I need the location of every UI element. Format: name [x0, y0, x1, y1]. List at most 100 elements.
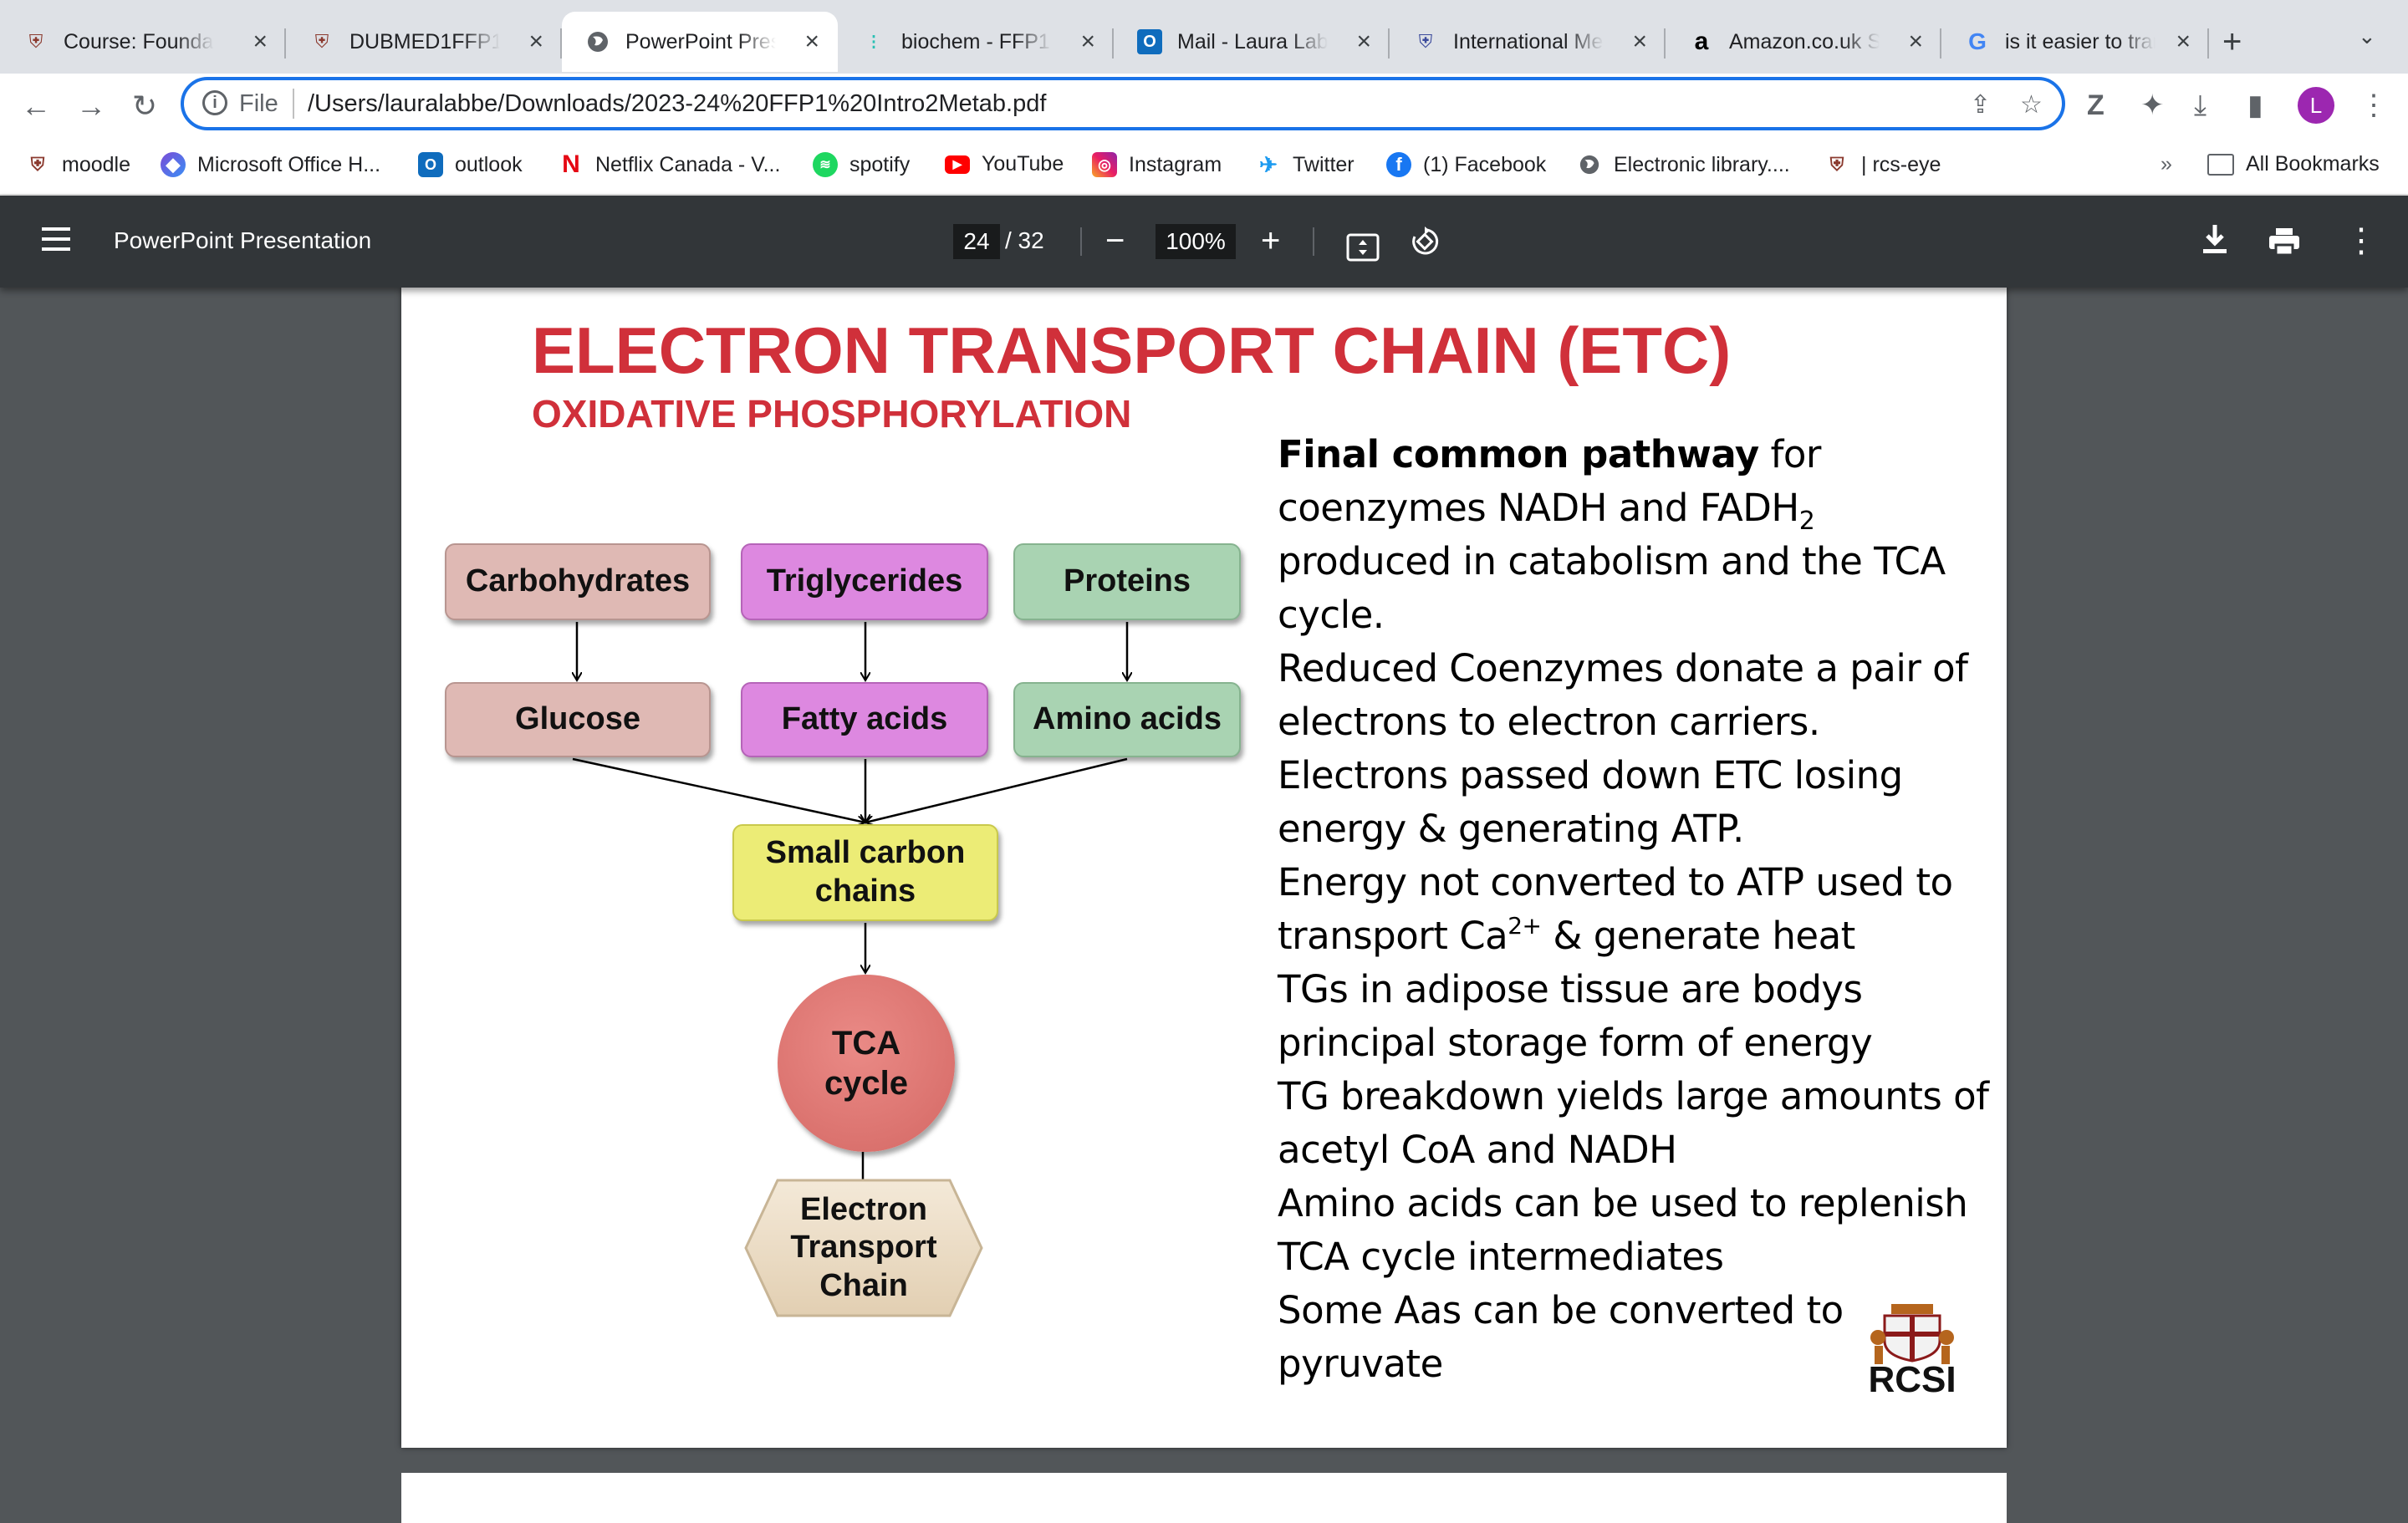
bookmark-microsoft-office[interactable]: ◆ Microsoft Office H... [161, 152, 380, 177]
rcsi-crest-icon: ⛨ [314, 31, 329, 52]
pdf-toolbar: PowerPoint Presentation 24 / 32 − 100% +… [0, 196, 2408, 288]
tab-label: DUBMED1FFP1: E [349, 29, 500, 53]
globe-icon [585, 29, 610, 54]
glucose-box: Glucose [445, 682, 711, 757]
google-icon: G [1968, 28, 1987, 54]
netflix-icon: N [562, 150, 580, 178]
microsoft-office-icon: ◆ [161, 152, 186, 177]
zoom-out-button[interactable]: − [1105, 222, 1125, 259]
tab-powerpoint-presentation[interactable]: PowerPoint Prese × [562, 12, 838, 72]
close-tab-icon[interactable]: × [1632, 28, 1647, 55]
forward-button[interactable]: → [76, 89, 106, 123]
close-tab-icon[interactable]: × [1356, 28, 1371, 55]
bookmark-moodle[interactable]: ⛨ moodle [25, 152, 130, 177]
spotify-icon: ≋ [813, 152, 838, 177]
document-title: PowerPoint Presentation [114, 227, 372, 253]
tab-google-search[interactable]: G is it easier to tran × [1941, 12, 2209, 72]
menu-icon[interactable] [42, 227, 70, 257]
site-info-icon[interactable]: i [202, 90, 227, 115]
share-icon[interactable]: ⇪ [1970, 91, 1992, 119]
etc-hexagon [744, 1179, 983, 1317]
body-paragraph-3: Electrons passed down ETC losing energy … [1278, 753, 1903, 851]
download-icon[interactable] [2201, 221, 2229, 267]
tab-label: PowerPoint Prese [625, 29, 776, 53]
tab-course-foundation[interactable]: ⛨ Course: Foundati × [0, 12, 286, 72]
side-panel-icon[interactable]: ▮ [2247, 89, 2263, 121]
url-text[interactable]: /Users/lauralabbe/Downloads/2023-24%20FF… [308, 90, 1047, 117]
body-paragraph-2: Reduced Coenzymes donate a pair of elect… [1278, 646, 1968, 744]
reload-button[interactable]: ↻ [131, 89, 158, 123]
bookmarks-overflow-button[interactable]: » [2161, 152, 2172, 176]
bookmarks-bar: ⛨ moodle ◆ Microsoft Office H... O outlo… [0, 139, 2408, 196]
all-bookmarks-label: All Bookmarks [2246, 152, 2380, 176]
zoom-level-input[interactable]: 100% [1156, 224, 1236, 259]
rcsi-crest-logo [1870, 1304, 1954, 1364]
close-tab-icon[interactable]: × [2176, 28, 2191, 55]
tab-label: Amazon.co.uk Sh [1729, 29, 1880, 53]
body-paragraph-1: Final common pathway for coenzymes NADH … [1278, 432, 1946, 637]
slide-body-text: Final common pathway for coenzymes NADH … [1278, 428, 1997, 1391]
bookmark-label: Electronic library.... [1614, 152, 1790, 176]
bookmark-label: spotify [849, 152, 911, 176]
zoom-in-button[interactable]: + [1261, 222, 1281, 259]
instagram-icon: ◎ [1092, 152, 1117, 177]
tab-search-chevron-icon[interactable]: ⌄ [2358, 23, 2376, 48]
downloads-icon[interactable]: ⤓ [2194, 89, 2207, 121]
close-tab-icon[interactable]: × [1908, 28, 1923, 55]
close-tab-icon[interactable]: × [253, 28, 268, 55]
facebook-icon: f [1386, 152, 1411, 177]
bookmark-twitter[interactable]: ✈ Twitter [1256, 152, 1354, 177]
close-tab-icon[interactable]: × [1080, 28, 1095, 55]
bookmark-netflix[interactable]: N Netflix Canada - V... [559, 150, 781, 178]
back-button[interactable]: ← [21, 89, 51, 123]
tab-amazon[interactable]: a Amazon.co.uk Sh × [1666, 12, 1941, 72]
tab-mail[interactable]: O Mail - Laura Labb × [1114, 12, 1390, 72]
page-count: / 32 [1005, 227, 1044, 253]
bookmark-label: (1) Facebook [1423, 152, 1547, 176]
rotate-icon[interactable] [1408, 224, 1441, 271]
amino-acids-box: Amino acids [1013, 682, 1241, 757]
folder-icon [2207, 153, 2234, 176]
bookmark-label: Microsoft Office H... [197, 152, 381, 176]
outlook-icon: O [418, 152, 443, 177]
electron-transport-chain-label: Electron Transport Chain [790, 1191, 937, 1303]
tab-label: Course: Foundati [64, 29, 214, 53]
tab-label: Mail - Laura Labb [1177, 29, 1328, 53]
rcsi-crest-icon: ⛨ [1418, 31, 1433, 52]
rcsi-crest-icon: ⛨ [30, 154, 45, 175]
bookmark-spotify[interactable]: ≋ spotify [813, 152, 910, 177]
bookmark-outlook[interactable]: O outlook [418, 152, 523, 177]
page-number-input[interactable]: 24 [953, 224, 1000, 259]
fit-to-page-icon[interactable] [1346, 227, 1380, 274]
bookmark-instagram[interactable]: ◎ Instagram [1092, 152, 1222, 177]
bookmark-label: | rcs-eye [1861, 152, 1941, 176]
browser-menu-icon[interactable]: ⋮ [2360, 89, 2388, 121]
profile-avatar[interactable]: L [2298, 87, 2334, 124]
next-pdf-page [401, 1473, 2007, 1523]
bookmark-label: Twitter [1293, 152, 1354, 176]
rcsi-crest-icon: ⛨ [28, 31, 43, 52]
new-tab-button[interactable]: + [2222, 23, 2242, 60]
zotero-extension-icon[interactable]: Z [2087, 89, 2104, 121]
triglycerides-box: Triglycerides [741, 543, 988, 620]
tab-dubmed[interactable]: ⛨ DUBMED1FFP1: E × [286, 12, 562, 72]
extensions-puzzle-icon[interactable]: ✦ [2140, 89, 2165, 121]
bookmark-rcs-eye[interactable]: ⛨ | rcs-eye [1824, 152, 1941, 177]
tab-biochem[interactable]: ⁝ biochem - FFP1 - × [838, 12, 1114, 72]
more-options-icon[interactable]: ⋮ [2344, 222, 2378, 259]
globe-icon [1577, 152, 1602, 177]
bookmark-label: moodle [62, 152, 130, 176]
outlook-icon: O [1137, 29, 1162, 54]
close-tab-icon[interactable]: × [528, 28, 543, 55]
bookmark-label: Netflix Canada - V... [595, 152, 781, 176]
bookmark-youtube[interactable]: ▶ YouTube [945, 152, 1064, 176]
close-tab-icon[interactable]: × [804, 28, 819, 55]
bookmark-facebook[interactable]: f (1) Facebook [1386, 152, 1546, 177]
all-bookmarks-button[interactable]: All Bookmarks [2207, 152, 2380, 176]
bookmark-star-icon[interactable]: ☆ [2020, 91, 2043, 119]
address-bar[interactable]: i File /Users/lauralabbe/Downloads/2023-… [181, 77, 2065, 130]
browser-toolbar: ← → ↻ i File /Users/lauralabbe/Downloads… [0, 74, 2408, 139]
tab-international-medicine[interactable]: ⛨ International Me × [1390, 12, 1666, 72]
print-icon[interactable] [2268, 222, 2301, 269]
bookmark-electronic-library[interactable]: Electronic library.... [1577, 152, 1790, 177]
